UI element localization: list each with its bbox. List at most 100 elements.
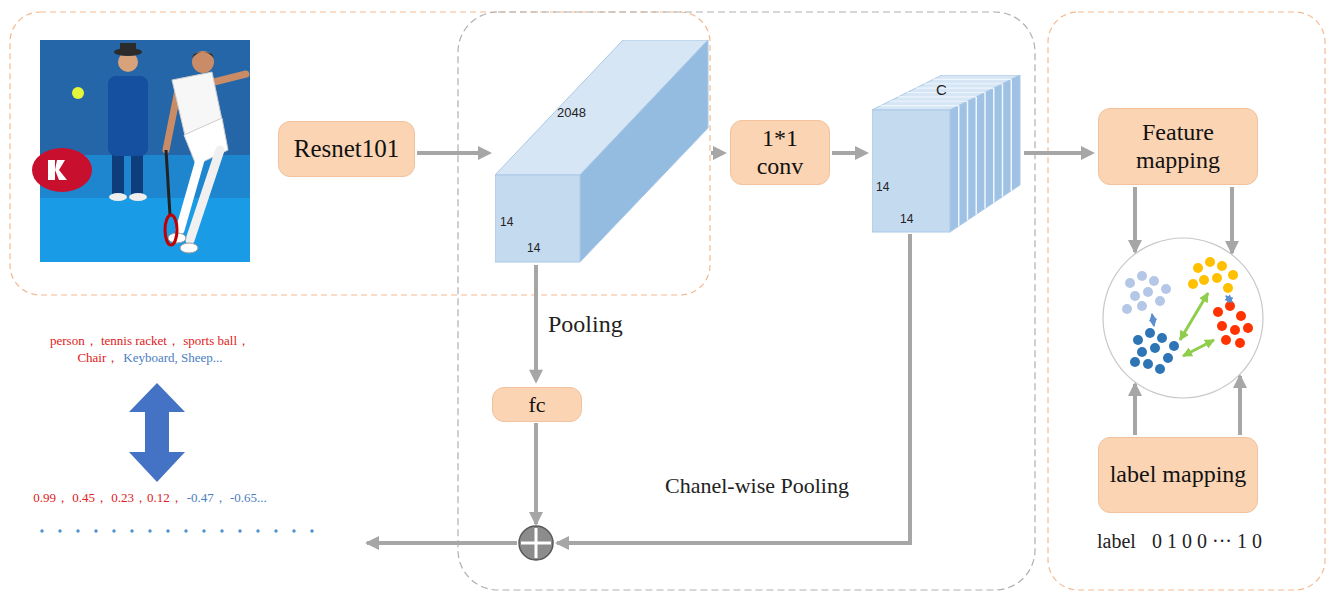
art-part: [1217, 261, 1227, 271]
box-label: label mapping: [1110, 461, 1247, 489]
tensor-face: [495, 175, 580, 262]
art-part: [48, 160, 55, 180]
art-part: [1155, 296, 1165, 306]
process-box: Feature mapping: [1098, 108, 1258, 185]
annotation-text: -0.47， -0.65...: [187, 491, 267, 505]
push-arrow: [1226, 296, 1232, 302]
art-part: [1137, 271, 1147, 281]
art-part: [1169, 341, 1179, 351]
arrow-shaft: [1024, 151, 1085, 155]
dotted-row: [40, 529, 313, 532]
flow-arrow: [1230, 187, 1234, 253]
channel-slice: [1011, 79, 1013, 191]
art-part: [148, 529, 151, 532]
art-part: [238, 529, 241, 532]
feature-tensor: C1414: [872, 75, 1022, 233]
region-outline: [458, 12, 1035, 590]
art-part: [521, 542, 551, 545]
art-part: [1223, 283, 1233, 293]
art-part: [1130, 357, 1140, 367]
process-box: fc: [492, 387, 582, 422]
art-part: [1221, 335, 1231, 345]
tennis-photo: [32, 40, 250, 262]
art-part: [1125, 278, 1135, 288]
art-part: [40, 198, 250, 262]
art-part: [1212, 273, 1222, 283]
art-part: [192, 52, 214, 58]
embedding-space: [1103, 238, 1263, 398]
art-part: [1143, 287, 1153, 297]
art-part: [1236, 311, 1246, 321]
arrow-head: [713, 146, 727, 160]
channel-slice: [916, 88, 994, 89]
flow-arrow: [367, 541, 517, 545]
art-part: [40, 529, 43, 532]
region-outline: [10, 12, 710, 295]
push-arrow: [1152, 314, 1154, 326]
annotation-text: 0.99， 0.45， 0.23，0.12，: [33, 491, 183, 505]
art-part: [1217, 321, 1227, 331]
art-part: [310, 529, 313, 532]
annotation-text: person， tennis racket， sports ball，: [50, 334, 250, 348]
annotation-text: Chanel-wise Pooling: [665, 474, 849, 498]
art-part: [1161, 284, 1171, 294]
art-part: [220, 529, 223, 532]
cluster-dots: [1213, 301, 1253, 348]
arrow-shaft: [534, 265, 538, 374]
channel-slice: [933, 79, 1011, 80]
art-part: [112, 150, 124, 195]
art-part: [94, 529, 97, 532]
channel-slice: [976, 97, 978, 215]
art-part: [1243, 323, 1253, 333]
art-part: [1137, 347, 1147, 357]
flow-arrow: [1024, 146, 1095, 160]
art-part: [1213, 307, 1223, 317]
art-part: [131, 150, 143, 195]
flow-arrow: [417, 146, 492, 160]
box-label: 1*1 conv: [750, 125, 810, 180]
art-part: [1188, 279, 1198, 289]
art-part: [184, 529, 187, 532]
channel-slice: [881, 105, 959, 106]
flow-arrow: [557, 234, 910, 543]
channel-slice: [958, 106, 960, 227]
double-arrow: [129, 383, 185, 482]
annotation-text: 0 1 0 0 ··· 1 0: [1152, 530, 1262, 552]
art-part: [1149, 276, 1159, 286]
art-part: [1145, 328, 1155, 338]
art-part: [1163, 353, 1173, 363]
pull-arrow: [1180, 293, 1208, 340]
tensor-face: [872, 110, 950, 232]
text-row: Chair，Keyboard, Sheep...: [0, 348, 300, 366]
art-part: [1130, 291, 1140, 301]
box-label: Feature mapping: [1118, 119, 1238, 174]
cluster-dots: [1188, 257, 1238, 293]
arrow-shaft: [417, 151, 482, 155]
art-part: [1205, 257, 1215, 267]
tensor-dimension: 14: [527, 242, 540, 254]
edge-label: Pooling: [548, 311, 623, 337]
cluster-dots: [1122, 271, 1171, 314]
art-part: [1143, 359, 1153, 369]
art-part: [192, 51, 214, 73]
art-part: [202, 529, 205, 532]
annotation-text: label: [1097, 530, 1136, 552]
art-part: [166, 529, 169, 532]
art-part: [1228, 270, 1238, 280]
box-label: fc: [528, 392, 545, 417]
art-part: [76, 529, 79, 532]
art-part: [58, 529, 61, 532]
pull-arrow: [1183, 340, 1214, 356]
art-part: [129, 193, 147, 201]
tensor-face: [580, 40, 708, 262]
art-part: [519, 526, 553, 560]
process-box: label mapping: [1098, 437, 1258, 513]
annotation-text: Keyboard, Sheep...: [123, 351, 222, 365]
art-part: [1122, 304, 1132, 314]
arrow-head: [1081, 146, 1095, 160]
art-part: [1230, 325, 1240, 335]
flow-arrow: [534, 423, 538, 524]
art-part: [55, 160, 67, 180]
process-box: 1*1 conv: [730, 120, 830, 185]
